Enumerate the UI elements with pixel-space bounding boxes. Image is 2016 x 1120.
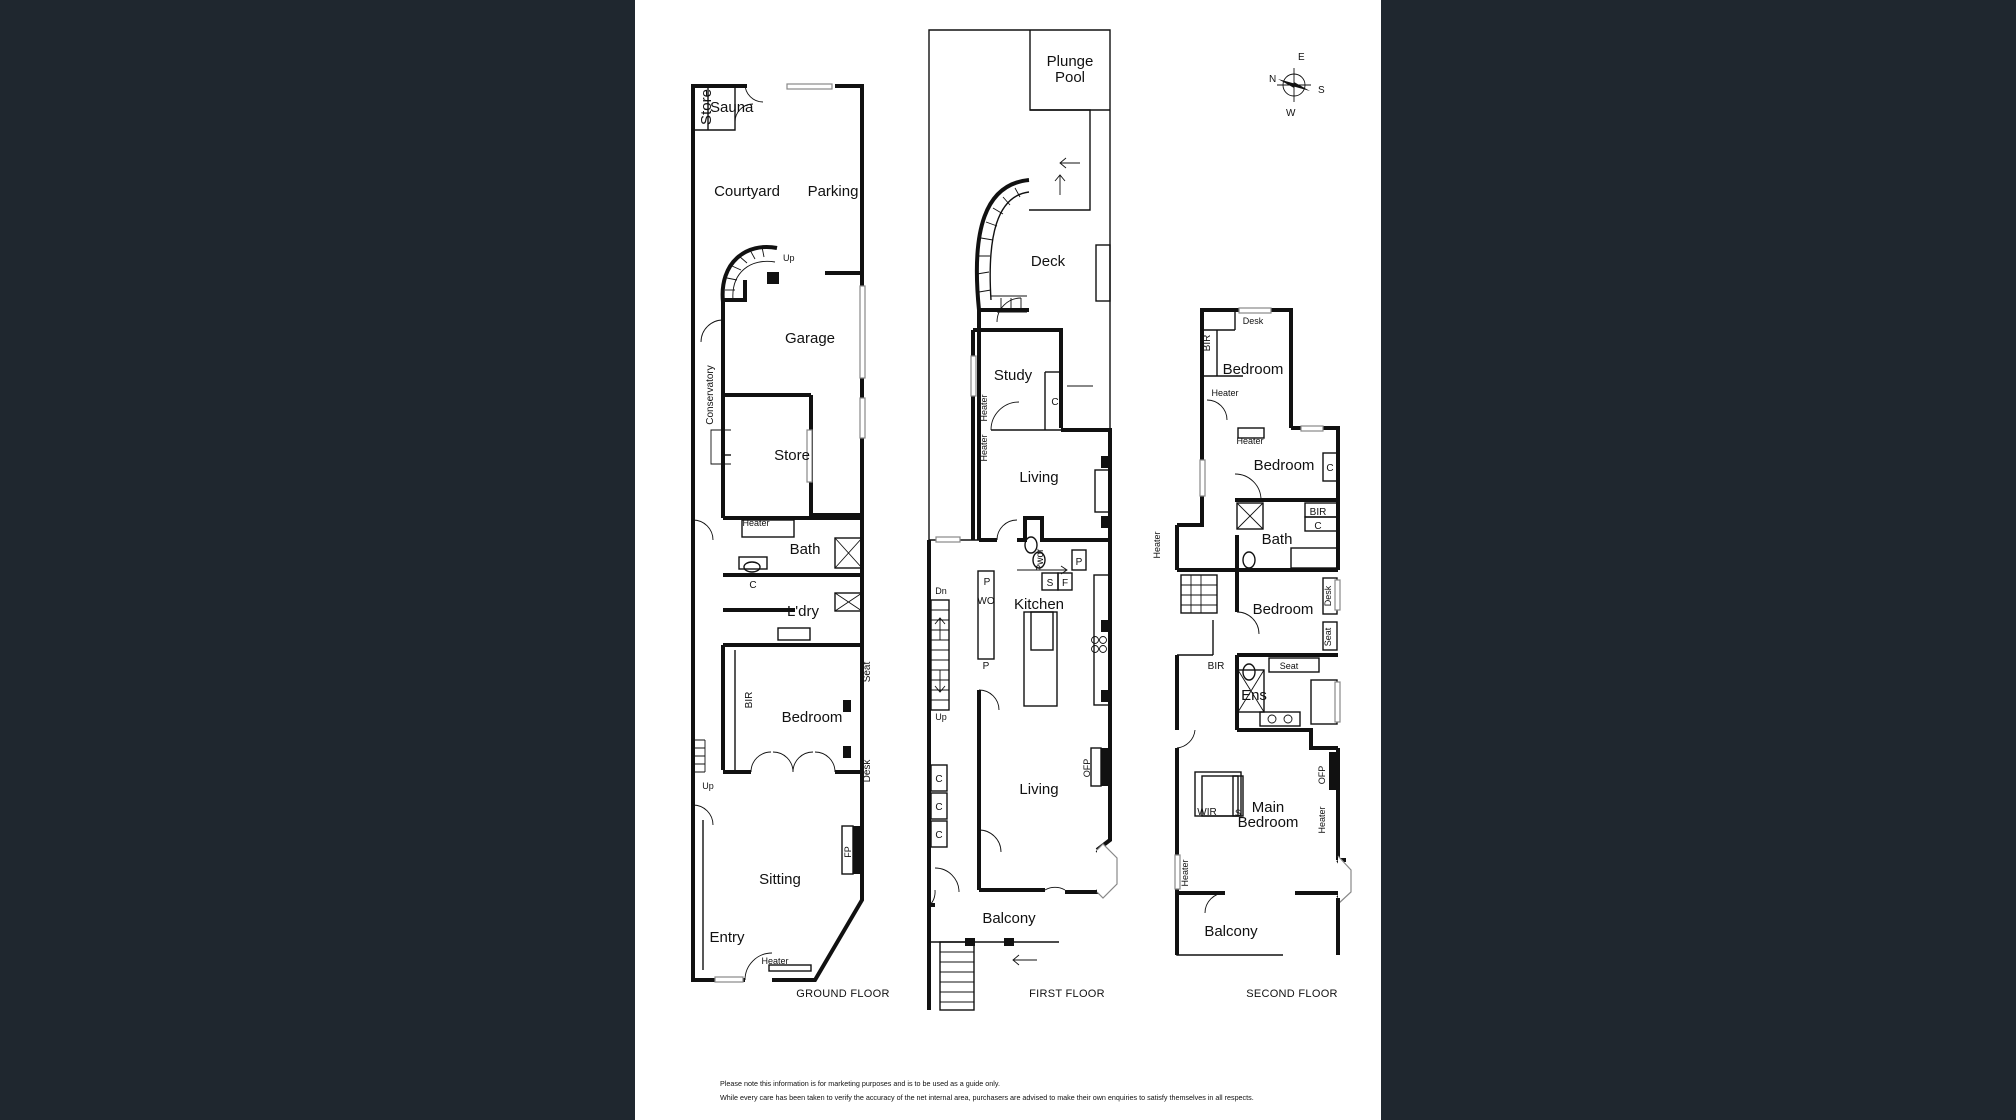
sf-main-bedroom-line1: Main <box>1252 799 1285 816</box>
sf-wir: WIR <box>1197 807 1216 818</box>
gf-store-top: Store <box>698 89 715 125</box>
compass-n: N <box>1269 74 1276 85</box>
ff-kitchen: Kitchen <box>1014 596 1064 613</box>
sf-heater-main: Heater <box>1317 806 1327 833</box>
ff-p2: P <box>1076 557 1083 568</box>
second-floor-label: SECOND FLOOR <box>1246 988 1338 1000</box>
sf-heater-top: Heater <box>1211 388 1238 398</box>
ff-up: Up <box>935 712 947 722</box>
disclaimer-line-1: Please note this information is for mark… <box>720 1079 1000 1088</box>
gf-seat: Seat <box>862 661 873 682</box>
ff-plunge-pool-line1: Plunge <box>1047 53 1094 70</box>
floorplan-sheet: N E S W Up <box>635 0 1381 1120</box>
gf-entry: Entry <box>709 929 745 946</box>
sf-bedroom-2: Bedroom <box>1254 457 1315 474</box>
ff-p3: P <box>983 661 990 672</box>
sf-seat-3: Seat <box>1323 627 1333 646</box>
ff-c2: C <box>935 802 942 813</box>
ff-c1: C <box>935 774 942 785</box>
ff-c3: C <box>935 830 942 841</box>
compass-w: W <box>1286 108 1296 119</box>
gf-garage: Garage <box>785 330 835 347</box>
sf-ens: Ens <box>1241 687 1267 704</box>
sf-heater-2: Heater <box>1236 436 1263 446</box>
compass-s: S <box>1318 85 1325 96</box>
gf-sitting: Sitting <box>759 871 801 888</box>
gf-desk: Desk <box>862 759 873 783</box>
gf-fp: FP <box>843 846 853 858</box>
gf-up: Up <box>702 781 714 791</box>
sf-c-2: C <box>1326 463 1333 474</box>
sf-bedroom-top: Bedroom <box>1223 361 1284 378</box>
disclaimer-line-2: While every care has been taken to verif… <box>720 1093 1254 1102</box>
sf-bedroom-3: Bedroom <box>1253 601 1314 618</box>
ff-heater-study: Heater <box>979 394 989 421</box>
ff-c: C <box>1051 397 1058 408</box>
ff-plunge-pool-line2: Pool <box>1055 69 1085 86</box>
gf-ldry: L'dry <box>787 603 820 620</box>
ground-floor-label: GROUND FLOOR <box>796 988 889 1000</box>
compass-e: E <box>1298 52 1305 63</box>
first-floor-plan: Plunge Pool Deck Study C Heater Heater L… <box>927 29 1118 1011</box>
ff-deck: Deck <box>1031 253 1066 270</box>
sf-bir-top: BIR <box>1202 335 1213 352</box>
gf-heater: Heater <box>761 956 788 966</box>
ff-ofp: OFP <box>1082 759 1092 778</box>
sf-main-bedroom-line2: Bedroom <box>1238 814 1299 831</box>
ff-living: Living <box>1019 781 1058 798</box>
gf-c: C <box>749 580 756 591</box>
gf-bedroom: Bedroom <box>782 709 843 726</box>
sf-desk-3: Desk <box>1323 585 1333 606</box>
sf-desk-top: Desk <box>1243 316 1264 326</box>
sf-balcony: Balcony <box>1204 923 1258 940</box>
sf-bir-2: BIR <box>1310 507 1327 518</box>
sf-s: S <box>1235 808 1241 818</box>
floorplan-drawing: N E S W Up <box>691 29 1352 1102</box>
gf-up-stair: Up <box>783 253 795 263</box>
gf-bir: BIR <box>744 692 755 709</box>
ff-wo: WO <box>977 596 994 607</box>
gf-sauna: Sauna <box>710 99 754 116</box>
ff-dn: Dn <box>935 586 947 596</box>
ground-floor-plan: Up <box>691 83 889 1000</box>
gf-parking: Parking <box>808 183 859 200</box>
sf-ofp: OFP <box>1317 766 1327 785</box>
sf-bir-ens: BIR <box>1208 661 1225 672</box>
ff-pwdr: Pwdr <box>1035 548 1046 571</box>
sf-bath: Bath <box>1262 531 1293 548</box>
ff-heater-living: Heater <box>979 434 989 461</box>
gf-heater-bath: Heater <box>742 518 769 528</box>
gf-courtyard: Courtyard <box>714 183 780 200</box>
sf-heater-left: Heater <box>1152 531 1162 558</box>
ff-balcony: Balcony <box>982 910 1036 927</box>
second-floor-plan: Desk BIR Bedroom Heater Heater Bedroom C… <box>1152 307 1352 1000</box>
gf-bath: Bath <box>790 541 821 558</box>
compass-rose: N E S W <box>1269 52 1325 119</box>
sf-heater-low: Heater <box>1180 859 1190 886</box>
ff-living-top: Living <box>1019 469 1058 486</box>
gf-store: Store <box>774 447 810 464</box>
ff-p1: P <box>984 577 991 588</box>
ff-study: Study <box>994 367 1033 384</box>
ff-s: S <box>1047 578 1054 589</box>
first-floor-label: FIRST FLOOR <box>1029 988 1105 1000</box>
ff-f: F <box>1062 578 1068 589</box>
sf-seat-ens: Seat <box>1280 661 1299 671</box>
sf-c-3: C <box>1314 521 1321 532</box>
gf-conservatory: Conservatory <box>705 365 716 424</box>
